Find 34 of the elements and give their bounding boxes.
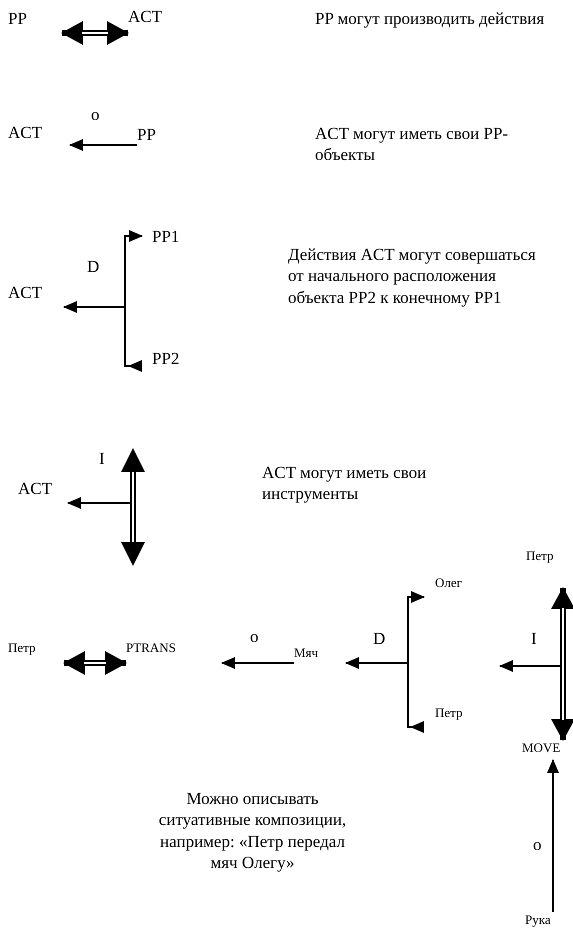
arrow: [124, 230, 143, 372]
concept-label: Петр: [526, 548, 570, 588]
double-arrow: [61, 21, 129, 45]
concept-label: ACT: [8, 122, 70, 152]
arrow: [547, 759, 559, 912]
arrow: [221, 657, 294, 669]
edge-label: D: [372, 630, 386, 647]
arrow: [67, 497, 131, 509]
concept-label: Рука: [525, 912, 565, 932]
edge-label: D: [86, 258, 100, 275]
arrow: [407, 591, 425, 733]
concept-label: PP: [137, 124, 169, 154]
concept-label: Мяч: [294, 645, 346, 671]
note-text: Действия ACT могут совершаться от начального расположения объекта PP2 к конечному PP1: [288, 244, 537, 308]
concept-label: Петр: [8, 640, 64, 670]
concept-label: MOVE: [522, 740, 572, 760]
note-text: ACT могут иметь свои инструменты: [262, 462, 428, 504]
concept-label: PP1: [142, 226, 186, 250]
concept-label: PTRANS: [126, 640, 222, 670]
note-text: ACT могут иметь свои PP-объекты: [315, 123, 510, 166]
concept-label: PP2: [142, 348, 186, 372]
arrow: [69, 139, 137, 151]
concept-label: ACT: [18, 478, 68, 508]
concept-label: Олег: [424, 575, 474, 601]
concept-label: PP: [8, 8, 62, 40]
double-arrow: [551, 587, 573, 741]
edge-label: I: [98, 450, 106, 467]
concept-label: Петр: [424, 705, 470, 731]
edge-label: I: [530, 630, 538, 647]
double-arrow: [63, 651, 127, 675]
note-text: Можно описывать ситуативные композиции, например: «Петр передал мяч Олегу»: [158, 788, 348, 873]
concept-label: ACT: [8, 282, 64, 312]
note-text: PP могут производить действия: [315, 8, 546, 30]
concept-label: ACT: [128, 6, 172, 38]
